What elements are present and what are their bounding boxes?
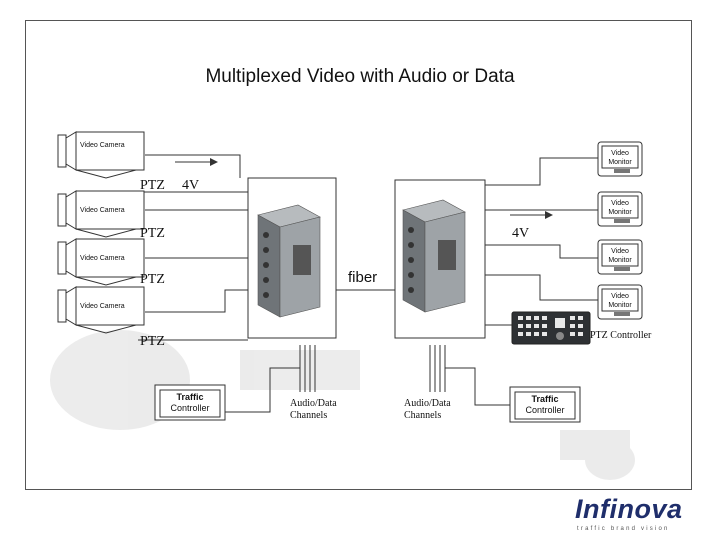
traffic-right-line2: Controller bbox=[525, 405, 564, 415]
brand-name: Infinova bbox=[575, 494, 683, 524]
monitor-2-label-2: Monitor bbox=[608, 209, 632, 216]
monitor-4: Video Monitor bbox=[597, 284, 643, 320]
monitor-1-label-2: Monitor bbox=[608, 159, 632, 166]
camera-3: Video Camera bbox=[57, 238, 145, 286]
traffic-left-line1: Traffic bbox=[176, 392, 203, 402]
right-converter bbox=[394, 179, 486, 339]
camera-3-label: Video Camera bbox=[80, 255, 125, 262]
signal-right-label: 4V bbox=[512, 226, 529, 241]
camera-4: Video Camera bbox=[57, 286, 145, 334]
signal-left-label: 4V bbox=[182, 178, 199, 193]
ptz-controller bbox=[511, 311, 591, 345]
brand-tagline: traffic brand vision bbox=[577, 526, 670, 532]
camera-4-label: Video Camera bbox=[80, 303, 125, 310]
traffic-left-line2: Controller bbox=[170, 403, 209, 413]
left-converter bbox=[247, 177, 337, 339]
audio-right-line2: Channels bbox=[404, 410, 441, 421]
ptz-label-4: PTZ bbox=[140, 334, 165, 349]
ptz-label-2: PTZ bbox=[140, 226, 165, 241]
camera-1-wire bbox=[145, 154, 241, 178]
monitor-1: Video Monitor bbox=[597, 141, 643, 177]
monitor-2: Video Monitor bbox=[597, 191, 643, 227]
monitor-4-wire bbox=[485, 274, 598, 301]
monitor-2-label-1: Video bbox=[611, 200, 629, 207]
fiber-label: fiber bbox=[348, 269, 377, 286]
traffic-right-wire bbox=[445, 367, 510, 406]
ptz-label-1: PTZ bbox=[140, 178, 165, 193]
brand-logo: Infinova traffic brand vision bbox=[575, 494, 705, 536]
monitor-4-label-1: Video bbox=[611, 293, 629, 300]
monitor-3-label-2: Monitor bbox=[608, 257, 632, 264]
camera-2: Video Camera bbox=[57, 190, 145, 238]
monitor-3-wire bbox=[485, 244, 598, 259]
monitor-1-label-1: Video bbox=[611, 150, 629, 157]
camera-1-label: Video Camera bbox=[80, 142, 125, 149]
camera-1: Video Camera bbox=[57, 131, 145, 179]
audio-left-line1: Audio/Data bbox=[290, 398, 337, 409]
monitor-1-wire bbox=[485, 157, 598, 186]
camera-4-wire bbox=[145, 289, 248, 313]
traffic-left-wire bbox=[225, 367, 300, 413]
monitor-3: Video Monitor bbox=[597, 239, 643, 275]
audio-right-line1: Audio/Data bbox=[404, 398, 451, 409]
traffic-controller-right: Traffic Controller bbox=[509, 386, 581, 423]
audio-left-line2: Channels bbox=[290, 410, 327, 421]
camera-2-label: Video Camera bbox=[80, 207, 125, 214]
traffic-controller-left: Traffic Controller bbox=[154, 384, 226, 421]
diagram-title: Multiplexed Video with Audio or Data bbox=[205, 66, 515, 87]
monitor-4-label-2: Monitor bbox=[608, 302, 632, 309]
ptz-label-3: PTZ bbox=[140, 272, 165, 287]
traffic-right-line1: Traffic bbox=[531, 394, 558, 404]
ptz-controller-label: PTZ Controller bbox=[590, 330, 652, 341]
monitor-3-label-1: Video bbox=[611, 248, 629, 255]
